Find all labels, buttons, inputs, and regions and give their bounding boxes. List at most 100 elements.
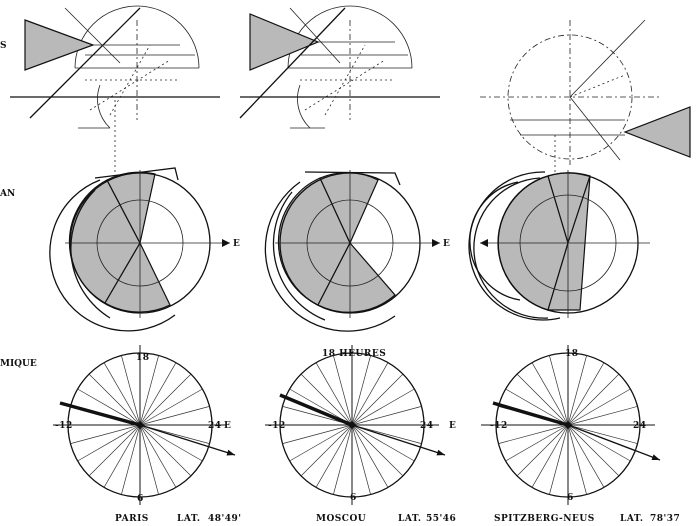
lat-value: 55'46	[426, 514, 456, 524]
hour-dial-paris	[53, 345, 236, 505]
arrow-icon	[480, 239, 488, 247]
annual-arc-outer	[468, 171, 561, 321]
plan-spitzberg	[468, 170, 650, 321]
hour-line	[139, 388, 203, 426]
gnomon-line	[29, 7, 141, 119]
sun-direction-line	[351, 424, 446, 456]
city-name: SPITZBERG-NEUS	[494, 514, 595, 524]
lat-label: LAT.	[398, 514, 422, 524]
hour-line	[333, 424, 353, 495]
hour-line	[88, 424, 141, 477]
dial-bottom-label-paris: 6	[137, 494, 144, 504]
annual-arc-inner	[70, 189, 111, 319]
center-dot	[565, 422, 571, 428]
hour-ray-2	[109, 44, 151, 116]
shadow-sector-bottom	[104, 241, 171, 313]
hour-line	[139, 424, 177, 488]
hour-line	[567, 424, 587, 495]
hour-line	[351, 406, 422, 426]
hour-line	[351, 424, 371, 495]
row-label-middle: AN	[0, 189, 15, 199]
hour-line	[351, 355, 371, 426]
arrow-icon	[436, 449, 445, 456]
ray-line	[289, 7, 341, 64]
arrow-icon	[651, 454, 660, 460]
hour-line	[77, 424, 141, 462]
hour-line	[505, 388, 569, 426]
center-dot	[137, 422, 143, 428]
hour-line	[351, 373, 404, 426]
gnomon-line	[239, 7, 346, 119]
hour-line	[300, 373, 353, 426]
dial-right-label-moscou: 24	[420, 421, 434, 431]
dial-top-label-spitzberg: 18	[565, 349, 579, 359]
city-name: MOSCOU	[316, 514, 366, 524]
dial-bottom-label-spitzberg: 6	[567, 493, 574, 503]
hour-dial-spitzberg	[481, 345, 661, 505]
dial-left-label-moscou: -12	[268, 421, 286, 431]
hour-line	[549, 355, 569, 426]
hour-line	[289, 424, 353, 462]
row-label-top: S	[0, 41, 7, 51]
lat-value: 78'37	[650, 514, 680, 524]
dial-bottom-label-moscou: 6	[350, 493, 357, 503]
dial-right-label-spitzberg: 24	[633, 421, 647, 431]
lower-arc	[97, 84, 111, 129]
hour-line	[139, 362, 177, 426]
hour-line	[351, 424, 415, 462]
city-name: PARIS	[115, 514, 149, 524]
hour-line	[139, 406, 210, 426]
sun-direction-line	[139, 424, 236, 456]
ray-line-1	[569, 19, 646, 98]
arrow-icon	[432, 239, 440, 247]
annual-arc-outer	[49, 179, 176, 332]
hour-line	[567, 373, 620, 426]
hour-line	[549, 424, 569, 495]
arrow-icon	[226, 449, 235, 456]
elevation-paris	[10, 5, 220, 175]
hour-line	[567, 355, 587, 426]
hour-ray-1	[304, 59, 386, 111]
hour-line	[121, 424, 141, 495]
hour-line	[531, 424, 569, 488]
hour-line	[567, 424, 620, 477]
sun-direction-line	[567, 424, 661, 461]
hour-dial-moscou	[265, 345, 446, 505]
ray-line	[64, 7, 121, 64]
hour-line	[567, 424, 605, 488]
hour-line	[567, 406, 638, 426]
hour-line	[567, 388, 631, 426]
hour-line	[70, 424, 141, 444]
season-bracket	[304, 171, 401, 186]
hour-line	[121, 355, 141, 426]
hour-line	[315, 362, 353, 426]
annual-arc-3	[469, 181, 521, 301]
ray-line-2	[569, 96, 621, 161]
shadow-wedge	[24, 19, 95, 71]
elevation-spitzberg	[480, 19, 691, 175]
hour-line	[315, 424, 353, 488]
annual-arc-outer	[264, 181, 396, 332]
full-sun-circle	[507, 34, 633, 160]
hour-line	[516, 424, 569, 477]
hour-line	[567, 424, 638, 444]
dial-top-label-moscou: 18 HEURES	[322, 349, 386, 359]
hour-ray-1	[569, 74, 626, 98]
dial-east-label-paris: E	[224, 421, 231, 431]
hour-line	[498, 424, 569, 444]
dial-east-label-moscou: E	[449, 421, 456, 431]
lat-value: 48'49'	[208, 514, 242, 524]
lower-arc	[297, 84, 311, 129]
shadow-wedge	[249, 13, 320, 71]
annual-arc-inner	[473, 177, 549, 319]
hour-line	[88, 373, 141, 426]
east-label: E	[233, 239, 240, 249]
hour-line	[531, 362, 569, 426]
gnomon-shadow	[492, 401, 569, 427]
east-label: E	[443, 239, 450, 249]
row-label-bottom: MIQUE	[0, 359, 37, 369]
hour-line	[333, 355, 353, 426]
annual-arc-inner	[272, 191, 326, 321]
season-bracket	[94, 167, 179, 181]
